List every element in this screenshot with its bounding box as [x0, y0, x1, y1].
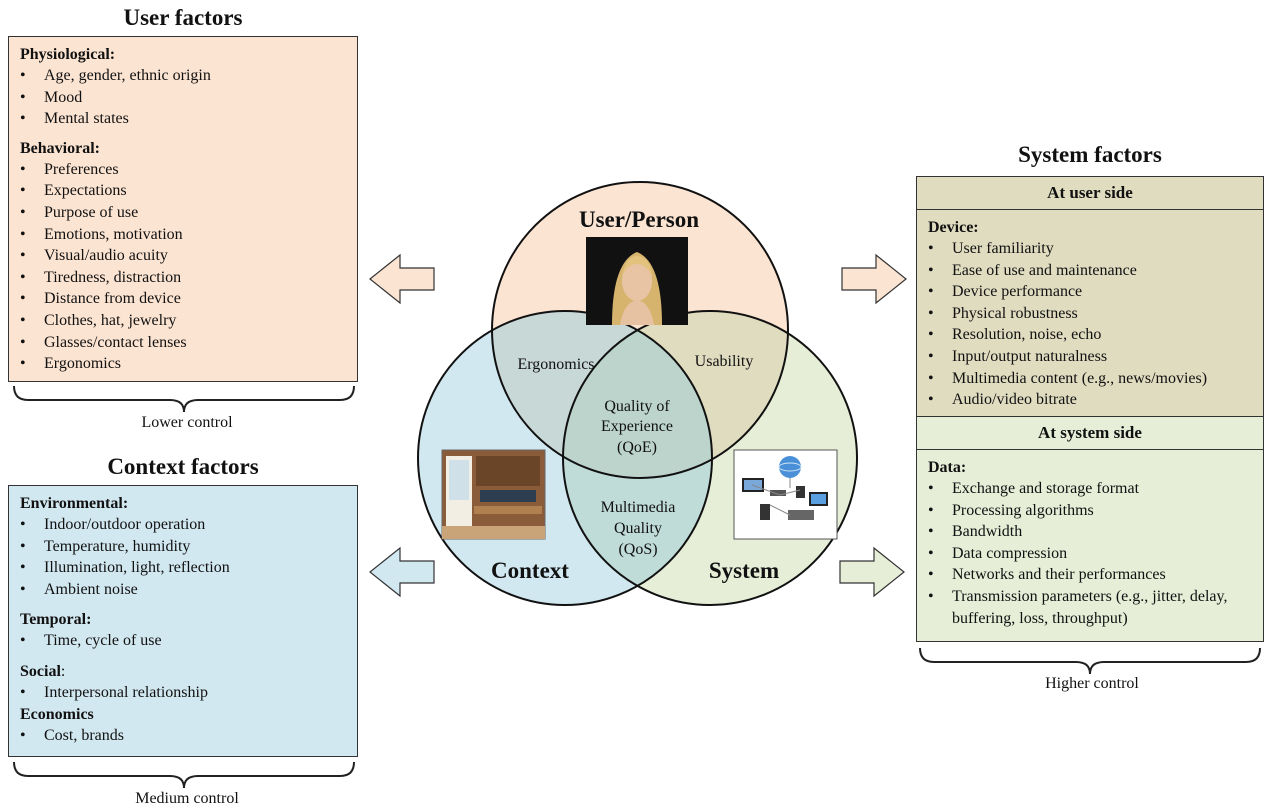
list-item: Resolution, noise, echo [917, 324, 1263, 346]
behavioral-list: Preferences Expectations Purpose of use … [9, 159, 357, 375]
list-item: Indoor/outdoor operation [9, 514, 357, 536]
list-item: Mood [9, 87, 357, 109]
user-factors-title: User factors [123, 5, 243, 30]
device-list: User familiarity Ease of use and mainten… [917, 238, 1263, 411]
list-item: Tiredness, distraction [9, 267, 357, 289]
user-circle-label: User/Person [579, 207, 699, 232]
social-list: Interpersonal relationship [9, 682, 357, 704]
system-side-header: At system side [917, 417, 1263, 450]
physiological-list: Age, gender, ethnic origin Mood Mental s… [9, 65, 357, 130]
social-heading: Social: [9, 661, 357, 682]
list-item: Input/output naturalness [917, 346, 1263, 368]
economics-heading: Economics [20, 705, 94, 723]
higher-control-brace [919, 647, 1261, 675]
list-item: Visual/audio acuity [9, 245, 357, 267]
list-item: Exchange and storage format [917, 478, 1263, 500]
user-factors-box: Physiological: Age, gender, ethnic origi… [8, 36, 358, 382]
medium-control-label: Medium control [135, 790, 239, 807]
economics-list: Cost, brands [9, 725, 357, 747]
device-heading: Device: [928, 219, 979, 236]
list-item: Ambient noise [9, 579, 357, 601]
list-item: Networks and their performances [917, 564, 1263, 586]
list-item: Clothes, hat, jewelry [9, 310, 357, 332]
list-item: Preferences [9, 159, 357, 181]
user-side-header: At user side [917, 177, 1263, 210]
venn-diagram: User/Person Context System Ergonomics Us… [417, 181, 858, 606]
system-circle-label: System [709, 558, 779, 583]
arrow-to-context-factors [369, 546, 435, 598]
list-item: Device performance [917, 281, 1263, 303]
ergonomics-label: Ergonomics [517, 356, 594, 373]
qos-label-line3: (QoS) [618, 541, 657, 558]
data-list: Exchange and storage format Processing a… [917, 478, 1263, 629]
qoe-label-line2: Experience [601, 418, 673, 435]
context-circle-label: Context [491, 558, 569, 583]
qos-label-line2: Quality [614, 520, 662, 537]
behavioral-heading: Behavioral: [20, 139, 100, 157]
system-side-section: At system side Data: Exchange and storag… [917, 417, 1263, 629]
list-item: Age, gender, ethnic origin [9, 65, 357, 87]
list-item: Glasses/contact lenses [9, 332, 357, 354]
list-item: Emotions, motivation [9, 224, 357, 246]
qoe-overlap [563, 311, 712, 478]
qoe-label-line3: (QoE) [617, 439, 657, 456]
person-photo [586, 237, 688, 325]
list-item: Audio/video bitrate [917, 389, 1263, 411]
qos-label-line1: Multimedia [601, 499, 676, 516]
list-item: Cost, brands [9, 725, 357, 747]
list-item: User familiarity [917, 238, 1263, 260]
list-item: Bandwidth [917, 521, 1263, 543]
physiological-heading: Physiological: [20, 46, 116, 63]
list-item: Transmission parameters (e.g., jitter, d… [917, 586, 1263, 629]
list-item: Purpose of use [9, 202, 357, 224]
list-item: Illumination, light, reflection [9, 557, 357, 579]
list-item: Expectations [9, 180, 357, 202]
temporal-heading: Temporal: [20, 611, 92, 629]
qoe-label-line1: Quality of [604, 398, 670, 415]
system-factors-box: At user side Device: User familiarity Ea… [916, 176, 1264, 642]
context-circle-outline [417, 310, 713, 606]
list-item: Data compression [917, 543, 1263, 565]
list-item: Interpersonal relationship [9, 682, 357, 704]
system-circle-outline [562, 310, 858, 606]
list-item: Time, cycle of use [9, 630, 357, 652]
list-item: Ergonomics [9, 353, 357, 375]
data-heading: Data: [928, 459, 967, 476]
system-factors-title: System factors [1018, 142, 1162, 167]
lower-control-label: Lower control [141, 414, 233, 431]
list-item: Physical robustness [917, 303, 1263, 325]
user-side-section: At user side Device: User familiarity Ea… [917, 177, 1263, 417]
devices-photo [733, 449, 838, 540]
higher-control-label: Higher control [1045, 675, 1139, 692]
list-item: Ease of use and maintenance [917, 260, 1263, 282]
environmental-list: Indoor/outdoor operation Temperature, hu… [9, 514, 357, 600]
list-item: Distance from device [9, 288, 357, 310]
arrow-to-user-factors [369, 253, 435, 305]
list-item: Mental states [9, 108, 357, 130]
social-heading-colon: : [60, 662, 66, 680]
usability-label: Usability [695, 353, 754, 370]
room-photo [441, 449, 546, 540]
lower-control-brace [13, 385, 355, 413]
temporal-list: Time, cycle of use [9, 630, 357, 652]
list-item: Processing algorithms [917, 500, 1263, 522]
social-heading-text: Social [20, 662, 61, 680]
list-item: Temperature, humidity [9, 536, 357, 558]
medium-control-brace [13, 761, 355, 789]
arrow-to-system-side [839, 546, 905, 598]
arrow-to-system-user-side [841, 253, 907, 305]
context-factors-box: Environmental: Indoor/outdoor operation … [8, 485, 358, 757]
context-factors-title: Context factors [107, 454, 259, 479]
environmental-heading: Environmental: [20, 495, 129, 512]
list-item: Multimedia content (e.g., news/movies) [917, 368, 1263, 390]
